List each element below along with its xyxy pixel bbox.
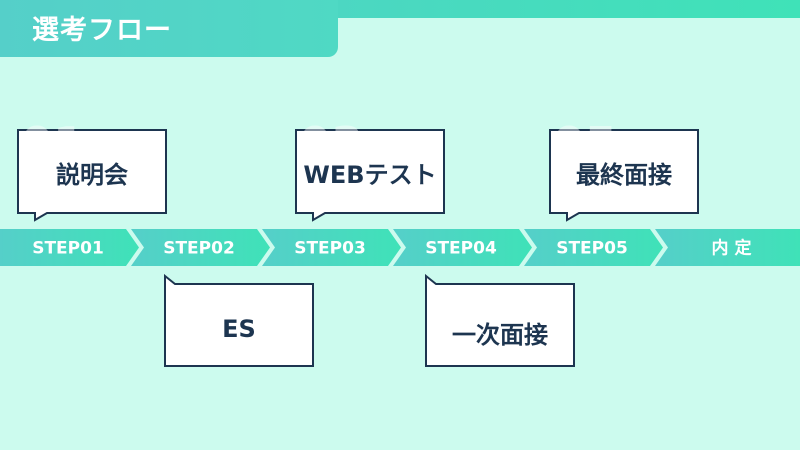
card-number: 01 (21, 117, 86, 171)
card-number: 05 (553, 117, 618, 171)
card-number: 04 (506, 277, 571, 331)
step-label: 内 定 (712, 238, 752, 259)
card-number: 03 (299, 117, 364, 171)
flow-card-3: 03 WEBテスト (295, 121, 445, 222)
flow-card-4: 04 一次面接 (425, 273, 575, 367)
step-chevron (262, 229, 401, 266)
step-label: STEP03 (294, 239, 366, 259)
step-label: STEP01 (32, 239, 104, 259)
flow-card-2: 02 ES (164, 273, 314, 367)
step-chevron (131, 229, 270, 266)
step-label: STEP02 (163, 239, 235, 259)
step-chevron (524, 229, 663, 266)
step-label: STEP04 (425, 239, 497, 259)
flow-card-1: 01 説明会 (17, 121, 167, 222)
card-label: ES (222, 315, 256, 343)
step-label: STEP05 (556, 239, 628, 259)
card-label: 一次面接 (452, 321, 548, 349)
page-title: 選考フロー (32, 15, 172, 46)
card-label: 最終面接 (576, 161, 672, 189)
card-number: 02 (245, 277, 310, 331)
flow-card-5: 05 最終面接 (549, 121, 699, 222)
title-tab: 選考フロー (0, 0, 338, 57)
card-label: WEBテスト (303, 161, 437, 189)
step-chevron (393, 229, 532, 266)
step-chevron (0, 229, 139, 266)
step-chevron (655, 229, 800, 266)
card-label: 説明会 (56, 161, 128, 189)
